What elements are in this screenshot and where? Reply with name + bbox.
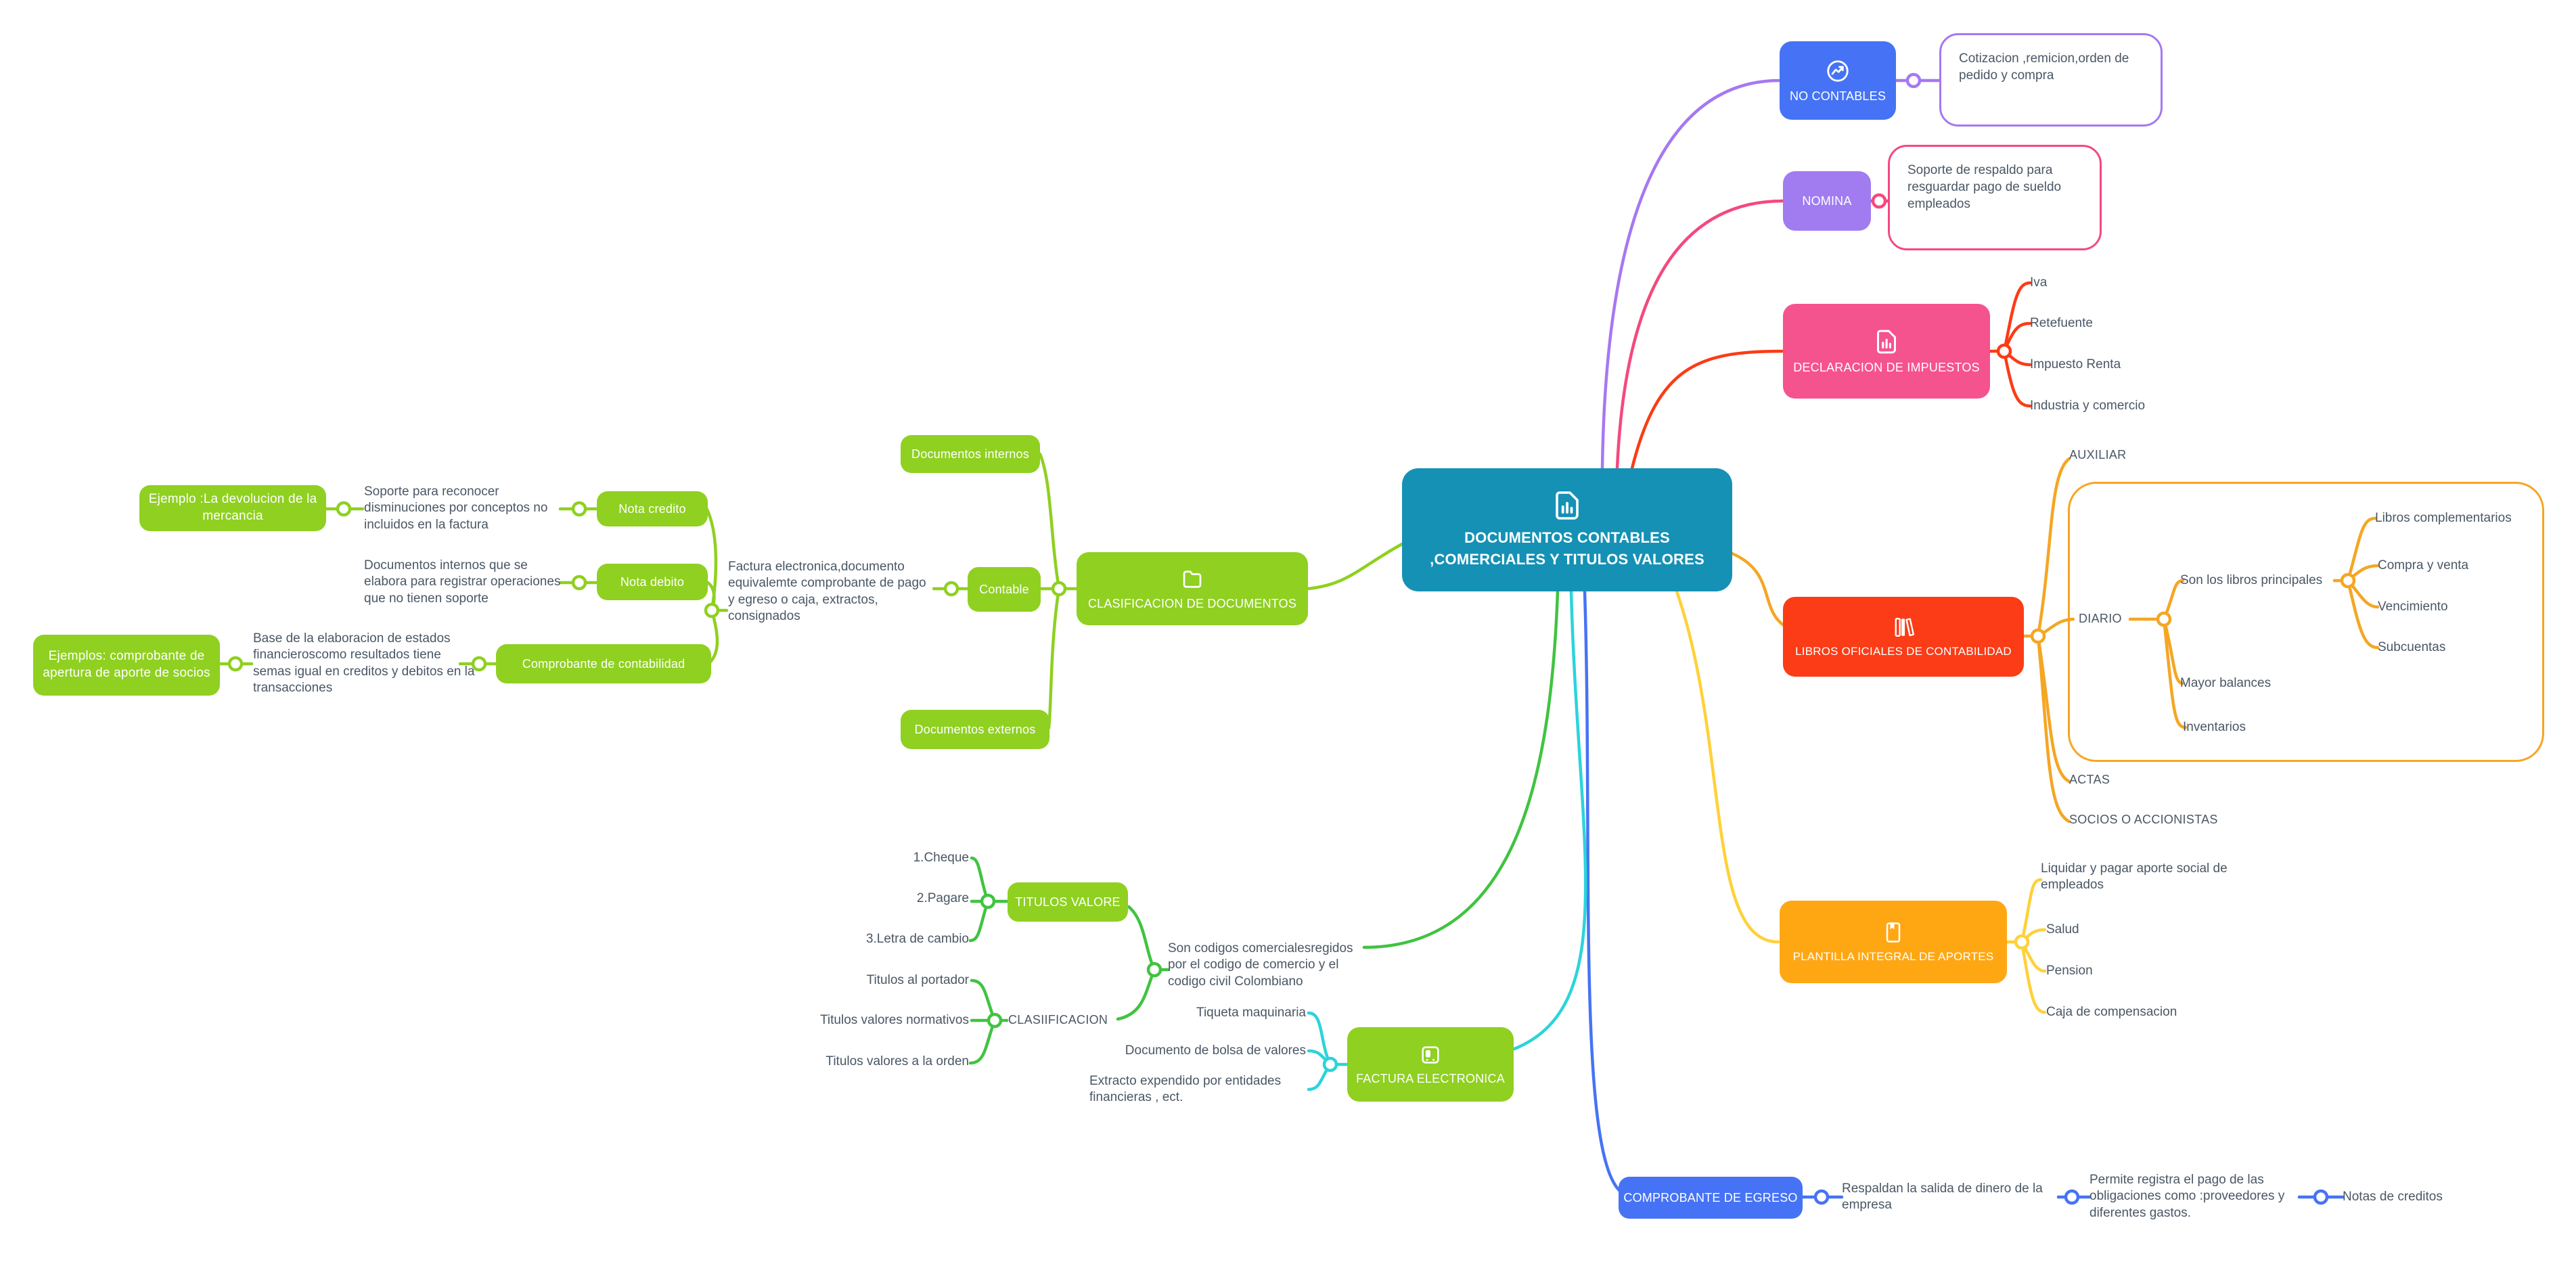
topic-documentos-externos[interactable]: Documentos externos [901,710,1049,749]
topic-libros-oficiales[interactable]: LIBROS OFICIALES DE CONTABILIDAD [1783,597,2024,677]
topic-comprobante-contabilidad[interactable]: Comprobante de contabilidad [496,644,711,683]
label-inventarios[interactable]: Inventarios [2183,720,2246,734]
label-retefuente[interactable]: Retefuente [2030,316,2093,330]
topic-label: DECLARACION DE IMPUESTOS [1793,360,1980,374]
label-titulos-portador[interactable]: Titulos al portador [866,973,969,987]
label-auxiliar[interactable]: AUXILIAR [2069,448,2127,461]
topic-label: Comprobante de contabilidad [522,656,685,671]
label-pension[interactable]: Pension [2046,964,2093,978]
label-titulos-orden[interactable]: Titulos valores a la orden [826,1054,969,1068]
topic-nota-credito[interactable]: Nota credito [597,491,708,526]
topic-contable[interactable]: Contable [968,567,1041,612]
note-no-contables[interactable]: Cotizacion ,remicion,orden de pedido y c… [1939,33,2163,127]
label-caja-compensacion[interactable]: Caja de compensacion [2046,1005,2177,1019]
label-tiqueta-maquinaria[interactable]: Tiqueta maquinaria [1196,1006,1306,1020]
topic-comprobante-egreso[interactable]: COMPROBANTE DE EGRESO [1619,1177,1803,1219]
topic-label: Ejemplos: comprobante de apertura de apo… [43,649,210,680]
topic-label: Ejemplo :La devolucion de la mercancia [148,492,317,523]
note-text: Soporte de respaldo para resguardar pago… [1907,163,2062,212]
label-pagare[interactable]: 2.Pagare [916,891,969,905]
pos-device-icon [1419,1043,1442,1066]
label-industria-comercio[interactable]: Industria y comercio [2030,399,2146,413]
label-titulos-normativos[interactable]: Titulos valores normativos [820,1013,969,1027]
topic-label: FACTURA ELECTRONICA [1356,1071,1505,1085]
label-letra-cambio[interactable]: 3.Letra de cambio [865,932,969,946]
label-libros-complementarios[interactable]: Libros complementarios [2375,511,2512,525]
label-contable-note[interactable]: Factura electronica,documento equivalemt… [728,560,926,623]
topic-label: LIBROS OFICIALES DE CONTABILIDAD [1795,645,2012,658]
topic-label: Nota debito [620,574,685,589]
label-mayor-balances[interactable]: Mayor balances [2180,676,2272,690]
label-iva[interactable]: Iva [2030,275,2048,290]
label-socios[interactable]: SOCIOS O ACCIONISTAS [2069,813,2218,826]
topic-factura-electronica[interactable]: FACTURA ELECTRONICA [1347,1027,1514,1102]
topic-plantilla-aportes[interactable]: PLANTILLA INTEGRAL DE APORTES [1780,901,2007,983]
central-topic[interactable]: DOCUMENTOS CONTABLES ,COMERCIALES Y TITU… [1402,468,1732,591]
topic-documentos-internos[interactable]: Documentos internos [901,435,1040,473]
topic-label: Contable [979,582,1029,596]
topic-label: CLASIFICACION DE DOCUMENTOS [1087,596,1297,610]
label-salud[interactable]: Salud [2046,922,2079,937]
topic-nomina[interactable]: NOMINA [1783,171,1871,231]
topic-declaracion-impuestos[interactable]: DECLARACION DE IMPUESTOS [1783,304,1990,399]
label-impuesto-renta[interactable]: Impuesto Renta [2030,357,2121,371]
label-notas-creditos[interactable]: Notas de creditos [2343,1190,2443,1204]
note-nomina[interactable]: Soporte de respaldo para resguardar pago… [1888,145,2102,250]
folder-icon [1180,567,1204,591]
topic-label: NO CONTABLES [1789,89,1886,103]
label-nota-debito-note[interactable]: Documentos internos que se elabora para … [364,558,561,606]
topic-clasificacion-documentos[interactable]: CLASIFICACION DE DOCUMENTOS [1077,552,1308,625]
label-permite-registra[interactable]: Permite registra el pago de las obligaci… [2089,1173,2285,1220]
books-icon [1891,615,1916,639]
topic-no-contables[interactable]: NO CONTABLES [1780,41,1896,120]
label-compra-venta[interactable]: Compra y venta [2378,558,2469,572]
topic-titulos-valore[interactable]: TITULOS VALORE [1008,882,1128,922]
label-documento-bolsa[interactable]: Documento de bolsa de valores [1125,1043,1306,1058]
topic-label: Documentos internos [911,447,1029,461]
label-actas[interactable]: ACTAS [2069,773,2110,786]
topic-ejemplo-devolucion[interactable]: Ejemplo :La devolucion de la mercancia [139,485,326,531]
topic-ejemplos-apertura[interactable]: Ejemplos: comprobante de apertura de apo… [33,635,220,696]
label-extracto-entidades[interactable]: Extracto expendido por entidades financi… [1089,1074,1282,1105]
document-chart-icon [1873,328,1900,355]
document-chart-icon [1551,489,1583,522]
central-topic-label: DOCUMENTOS CONTABLES ,COMERCIALES Y TITU… [1430,529,1704,568]
label-liquidar-aportes[interactable]: Liquidar y pagar aporte social de emplea… [2041,861,2228,893]
note-text: Cotizacion ,remicion,orden de pedido y c… [1959,51,2129,83]
topic-label: PLANTILLA INTEGRAL DE APORTES [1792,950,1994,963]
label-cheque[interactable]: 1.Cheque [913,851,969,865]
label-vencimiento[interactable]: Vencimiento [2378,600,2448,614]
trending-up-icon [1825,58,1851,84]
topic-nota-debito[interactable]: Nota debito [597,564,708,600]
topic-label: Nota credito [618,501,686,516]
topic-label: NOMINA [1802,194,1852,208]
topic-label: COMPROBANTE DE EGRESO [1623,1190,1798,1204]
topic-label: Documentos externos [914,722,1036,736]
label-principales[interactable]: Son los libros principales [2180,573,2323,587]
label-comprobante-note[interactable]: Base de la elaboracion de estados financ… [253,631,475,695]
topic-label: TITULOS VALORE [1015,895,1121,909]
diario-boundary [2068,482,2544,762]
label-nota-credito-note[interactable]: Soporte para reconocer disminuciones por… [364,484,548,532]
label-diario[interactable]: DIARIO [2079,612,2122,625]
label-clasiificacion[interactable]: CLASIIFICACION [1008,1013,1108,1027]
notebook-bookmark-icon [1881,920,1905,945]
label-respaldan-salida[interactable]: Respaldan la salida de dinero de la empr… [1842,1181,2043,1213]
label-son-codigos[interactable]: Son codigos comercialesregidos por el co… [1168,941,1353,989]
label-subcuentas[interactable]: Subcuentas [2378,640,2446,654]
